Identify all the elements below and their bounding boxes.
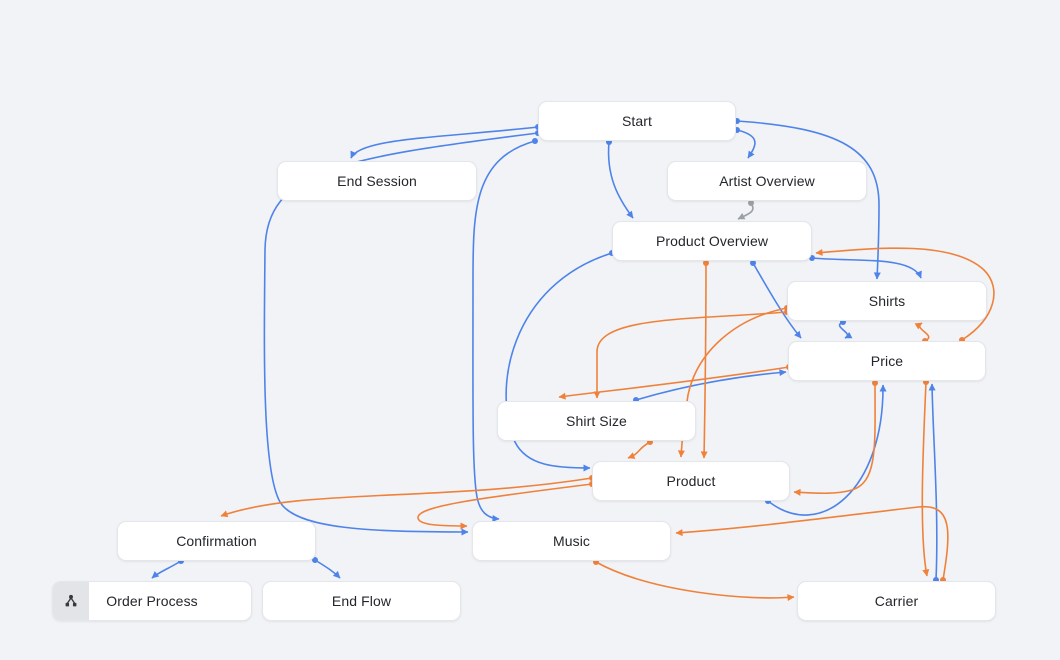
edge-carrier-to-price[interactable] [928,383,938,581]
node-product[interactable]: Product [592,461,790,501]
edge-product-to-music[interactable] [417,483,593,530]
node-product-overview[interactable]: Product Overview [612,221,812,261]
node-shirt-size[interactable]: Shirt Size [497,401,696,441]
edge-product-to-price[interactable] [767,384,887,516]
node-carrier[interactable]: Carrier [797,581,996,621]
edge-shirts-to-shirt-size[interactable] [593,311,788,399]
edge-product-overview-to-product[interactable] [700,262,708,459]
edge-carrier-to-music[interactable] [675,505,949,581]
node-price[interactable]: Price [788,341,986,381]
edge-shirt-size-to-product[interactable] [627,441,651,459]
edge-shirts-to-product[interactable] [677,307,788,458]
edge-source-dot [532,138,538,144]
edge-product-overview-to-shirts[interactable] [811,257,922,279]
node-label: Start [621,113,653,129]
edge-price-to-product-overview[interactable] [815,247,995,341]
edge-confirmation-to-end-flow[interactable] [314,559,341,579]
edge-product-to-confirmation[interactable] [220,477,593,518]
node-order-process[interactable]: Order Process [52,581,252,621]
node-shirts[interactable]: Shirts [787,281,987,321]
node-label: Shirts [868,293,906,309]
edge-start-to-music[interactable] [472,140,536,522]
node-confirmation[interactable]: Confirmation [117,521,316,561]
edge-price-to-product[interactable] [793,382,876,496]
node-label: End Session [337,173,417,189]
edge-source-dot [748,200,754,206]
edge-shirt-size-to-price[interactable] [635,369,787,401]
node-label: Product [666,473,716,489]
edge-product-overview-to-price[interactable] [752,262,802,339]
node-music[interactable]: Music [472,521,671,561]
node-start[interactable]: Start [538,101,736,141]
edge-source-dot [750,260,756,266]
edge-start-to-end-session[interactable] [350,126,539,159]
node-label: Artist Overview [719,173,815,189]
edge-start-to-product-overview[interactable] [607,141,634,219]
edge-start-to-artist-overview[interactable] [736,129,756,159]
workflow-icon [53,582,89,620]
edge-start-to-shirts[interactable] [736,120,881,280]
edge-source-dot [312,557,318,563]
edge-confirmation-to-order-process[interactable] [151,560,182,579]
node-label: Price [870,353,904,369]
node-label: Shirt Size [566,413,627,429]
edge-price-to-carrier[interactable] [921,381,930,577]
edge-source-dot [872,380,878,386]
node-label: Confirmation [176,533,257,549]
node-label: Carrier [874,593,919,609]
node-end-flow[interactable]: End Flow [262,581,461,621]
node-label: Music [552,533,591,549]
node-artist-overview[interactable]: Artist Overview [667,161,867,201]
node-label: Order Process [106,593,198,609]
edge-price-to-shirt-size[interactable] [558,366,790,400]
node-label: End Flow [331,593,392,609]
edge-source-dot [703,260,709,266]
node-end-session[interactable]: End Session [277,161,477,201]
node-label: Product Overview [655,233,769,249]
edge-music-to-carrier[interactable] [595,561,795,602]
